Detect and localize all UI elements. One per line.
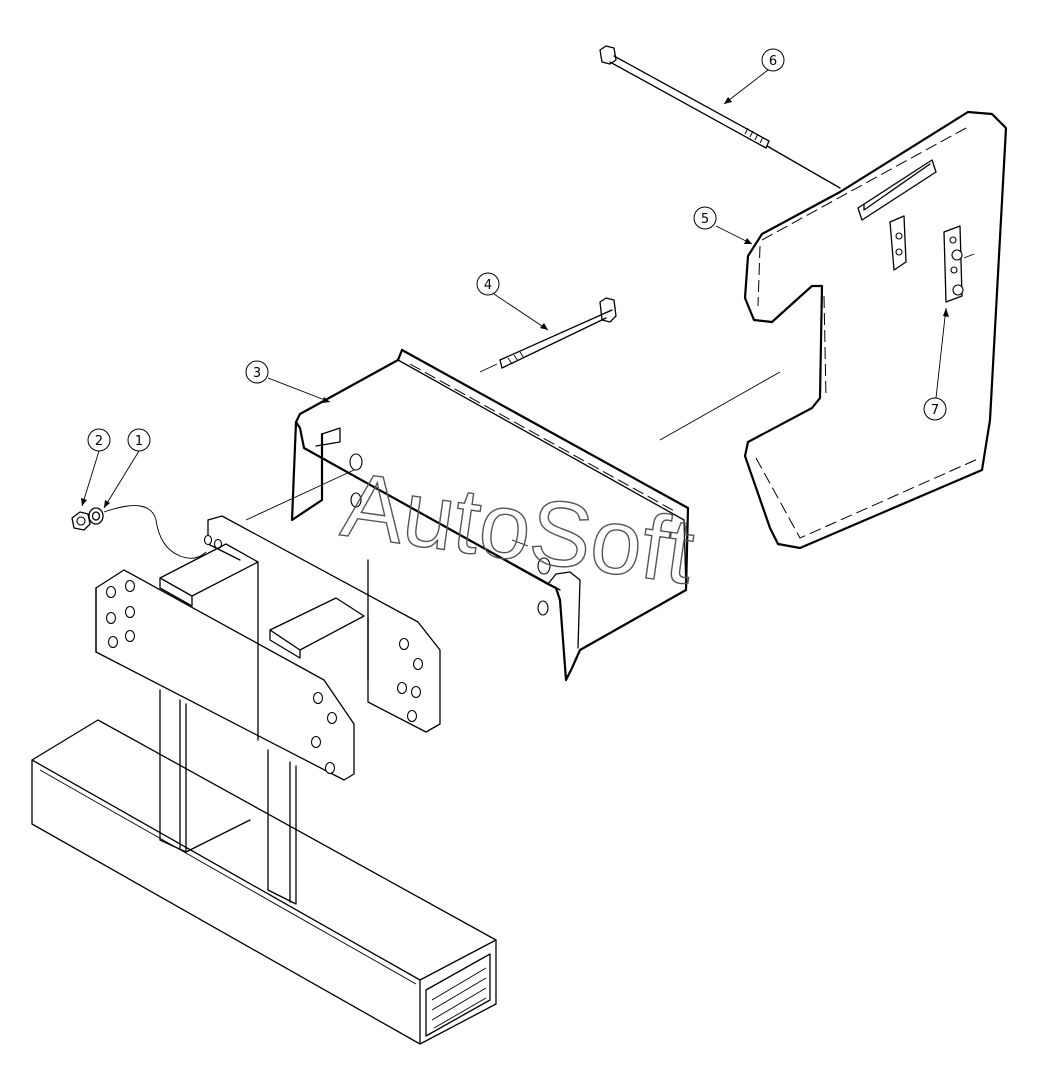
part-7-bracket-plate[interactable] — [943, 225, 975, 303]
callout-5-label: 5 — [701, 212, 709, 227]
part-3-bracket-channel[interactable] — [245, 348, 690, 682]
callout-1: 1 — [103, 428, 151, 509]
callout-7-label: 7 — [931, 403, 939, 418]
watermark-text: AutoSoft — [336, 454, 700, 604]
callout-4-label: 4 — [484, 278, 492, 293]
part-5-suitcase-weight[interactable] — [659, 110, 1008, 550]
callout-6: 6 — [723, 48, 785, 105]
callout-5: 5 — [693, 206, 753, 245]
callout-1-label: 1 — [135, 434, 143, 449]
callout-6-label: 6 — [769, 54, 777, 69]
part-1-washer[interactable] — [88, 507, 104, 525]
callout-3-label: 3 — [253, 366, 261, 381]
assembly-path-line — [103, 505, 207, 559]
callout-3: 3 — [245, 360, 331, 403]
callout-4: 4 — [476, 272, 549, 331]
frame-assembly — [31, 515, 497, 1045]
callout-2-label: 2 — [95, 434, 103, 449]
part-6-long-bolt[interactable] — [599, 45, 841, 189]
callout-7: 7 — [923, 307, 949, 421]
part-2-nut[interactable] — [71, 511, 91, 531]
part-4-bolt[interactable] — [479, 297, 617, 373]
callout-2: 2 — [81, 428, 111, 507]
